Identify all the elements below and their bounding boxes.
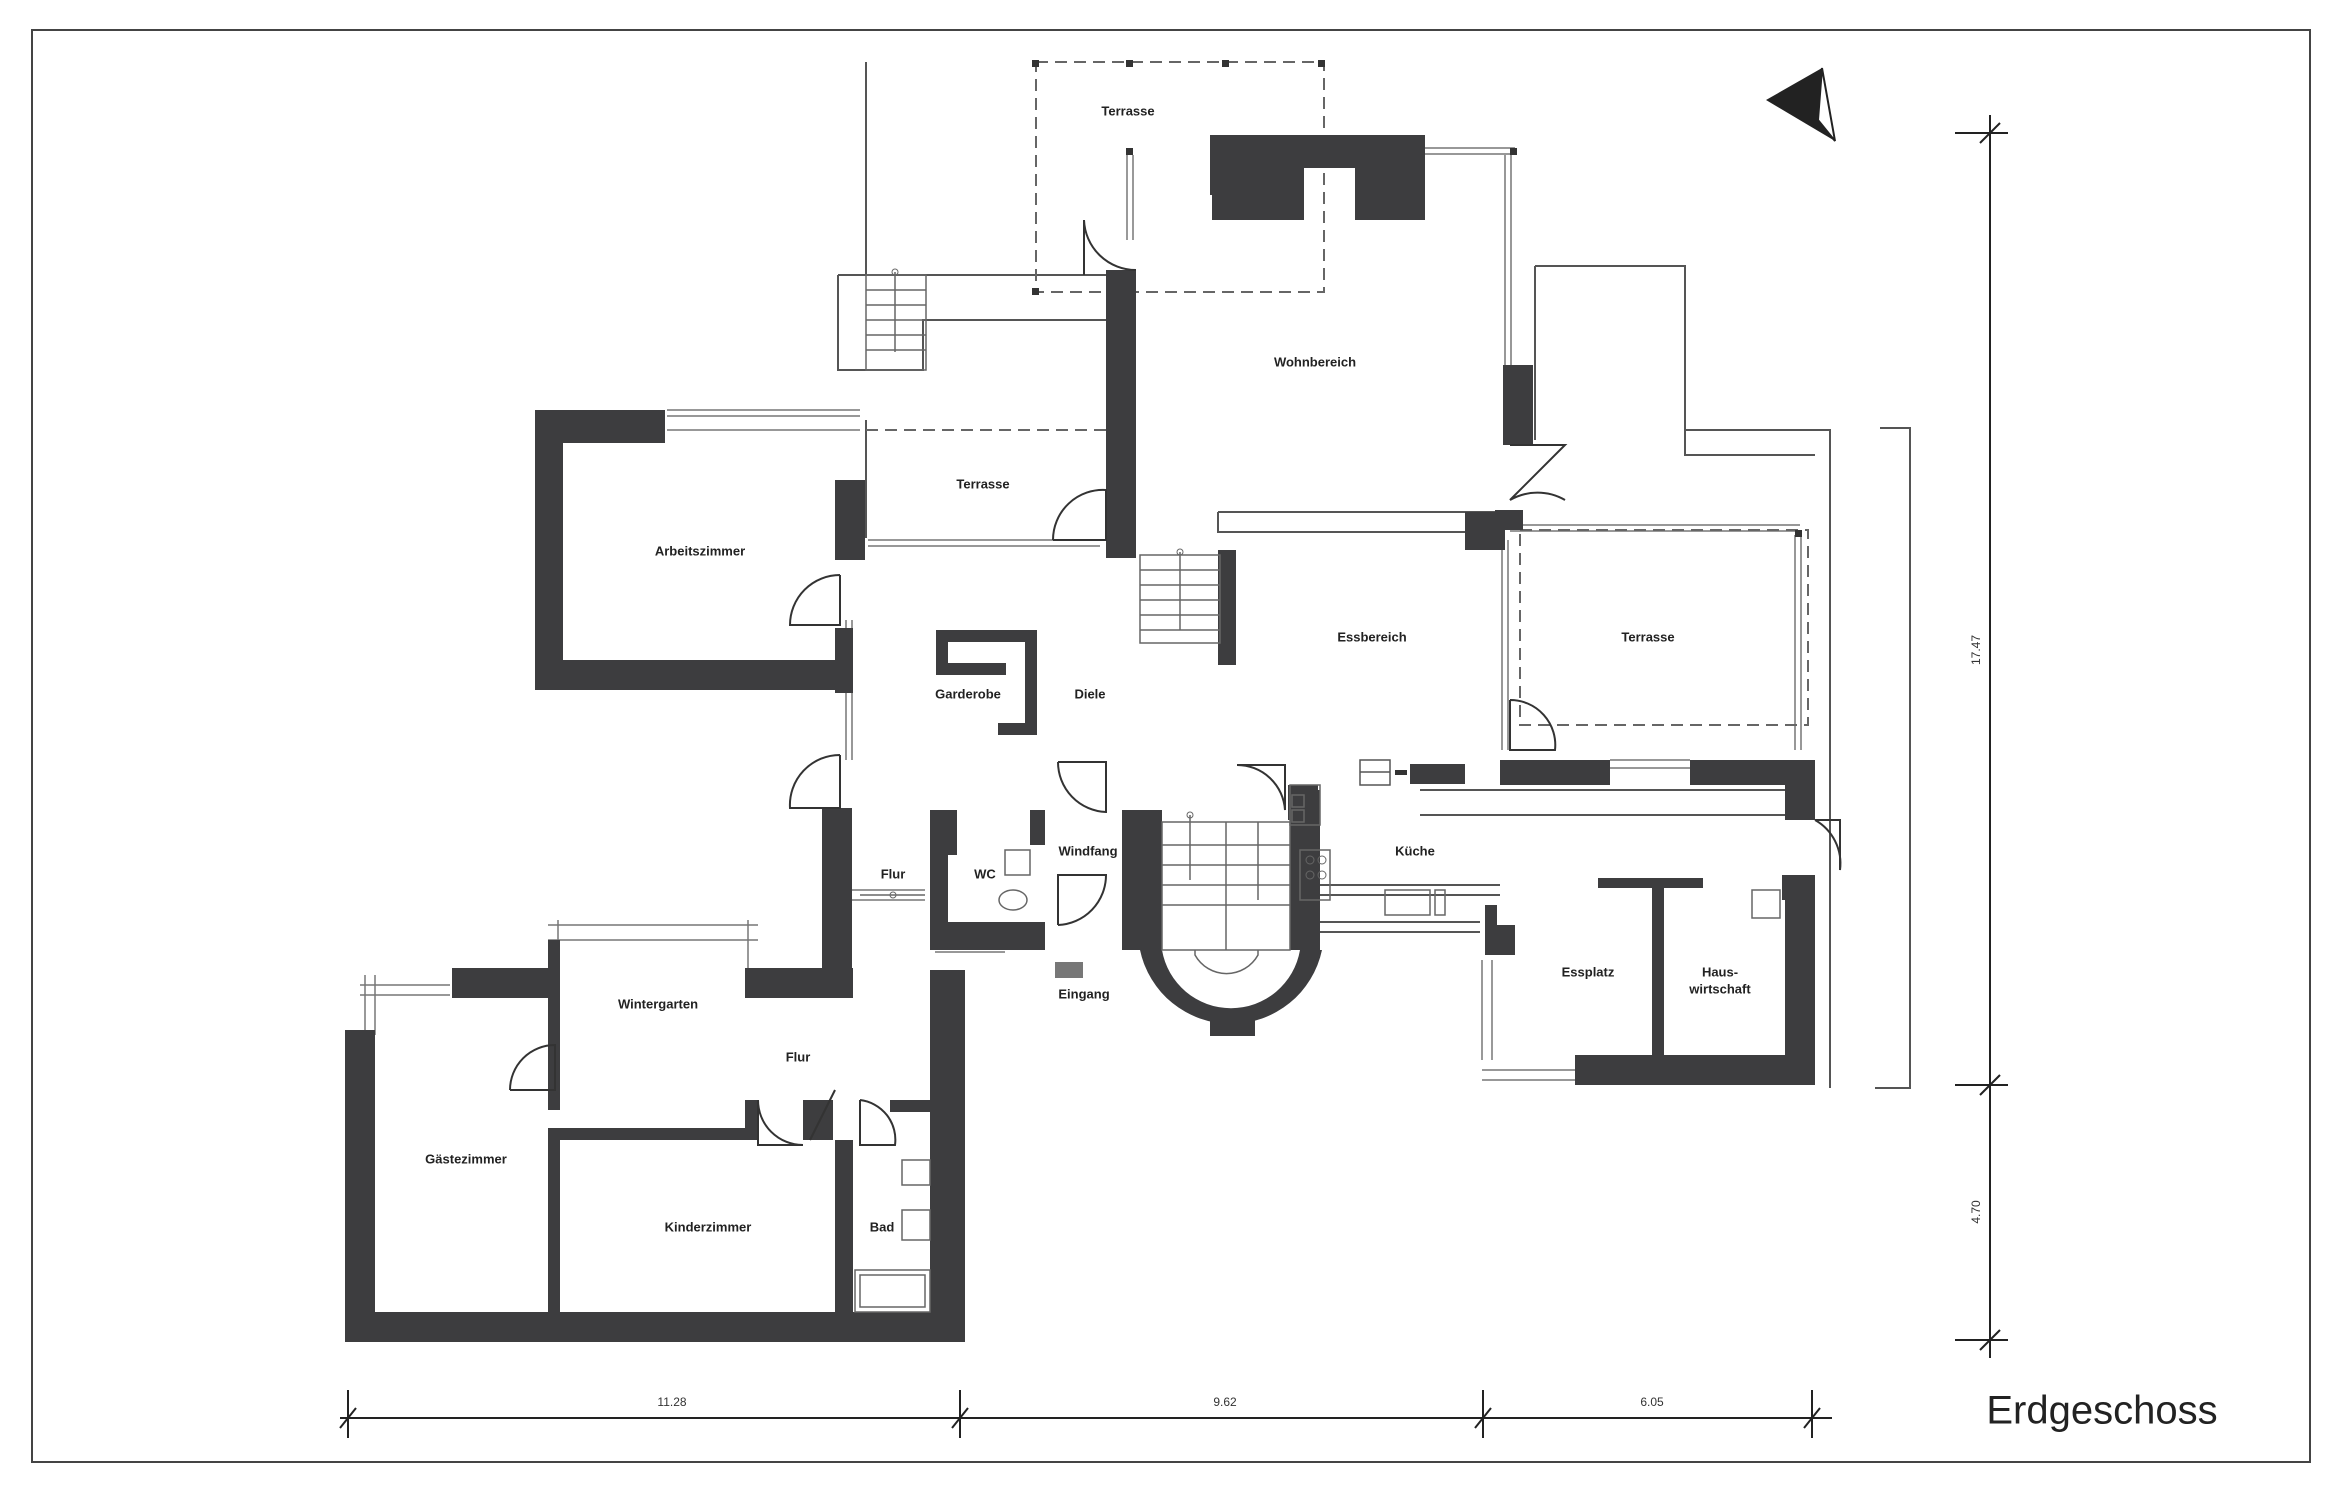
plan-title: Erdgeschoss <box>1986 1389 2217 1433</box>
walls <box>345 135 1815 1342</box>
room-hauswirtschaft-1: Haus- <box>1702 964 1738 979</box>
room-labels: Terrasse Wohnbereich Terrasse Arbeitszim… <box>425 103 1751 1234</box>
room-arbeitszimmer: Arbeitszimmer <box>655 543 745 558</box>
dim-right-1: 17.47 <box>1969 635 1983 665</box>
dim-bottom-1: 11.28 <box>657 1395 686 1409</box>
room-terrasse-mid: Terrasse <box>956 476 1009 491</box>
label-eingang: Eingang <box>1058 986 1109 1001</box>
room-essplatz: Essplatz <box>1562 964 1615 979</box>
room-terrasse-top: Terrasse <box>1101 103 1154 118</box>
room-wohnbereich: Wohnbereich <box>1274 354 1356 369</box>
fixtures <box>854 759 1781 1313</box>
room-hauswirtschaft-2: wirtschaft <box>1688 981 1751 996</box>
doors <box>509 219 1842 1146</box>
room-wintergarten: Wintergarten <box>618 996 698 1011</box>
window-lines <box>360 147 1802 1329</box>
room-flur-lower: Flur <box>786 1049 811 1064</box>
room-garderobe: Garderobe <box>935 686 1001 701</box>
dim-bottom-3: 6.05 <box>1640 1395 1664 1409</box>
terrace-overhangs <box>866 60 1809 726</box>
room-windfang: Windfang <box>1058 843 1117 858</box>
room-bad: Bad <box>870 1219 895 1234</box>
page-frame <box>31 29 2311 1463</box>
room-essbereich: Essbereich <box>1337 629 1406 644</box>
room-terrasse-right: Terrasse <box>1621 629 1674 644</box>
room-flur-upper: Flur <box>881 866 906 881</box>
dimension-lines: 11.28 9.62 6.05 17.47 4.70 <box>339 115 2008 1438</box>
north-arrow-icon <box>1766 67 1836 142</box>
stairs <box>860 268 1291 975</box>
dim-bottom-2: 9.62 <box>1213 1395 1237 1409</box>
room-wc: WC <box>974 866 996 881</box>
room-kinderzimmer: Kinderzimmer <box>665 1219 752 1234</box>
room-kueche: Küche <box>1395 843 1435 858</box>
room-gaestezimmer: Gästezimmer <box>425 1151 507 1166</box>
dim-right-2: 4.70 <box>1969 1200 1983 1224</box>
thin-lines <box>837 62 1911 1089</box>
room-diele: Diele <box>1074 686 1105 701</box>
